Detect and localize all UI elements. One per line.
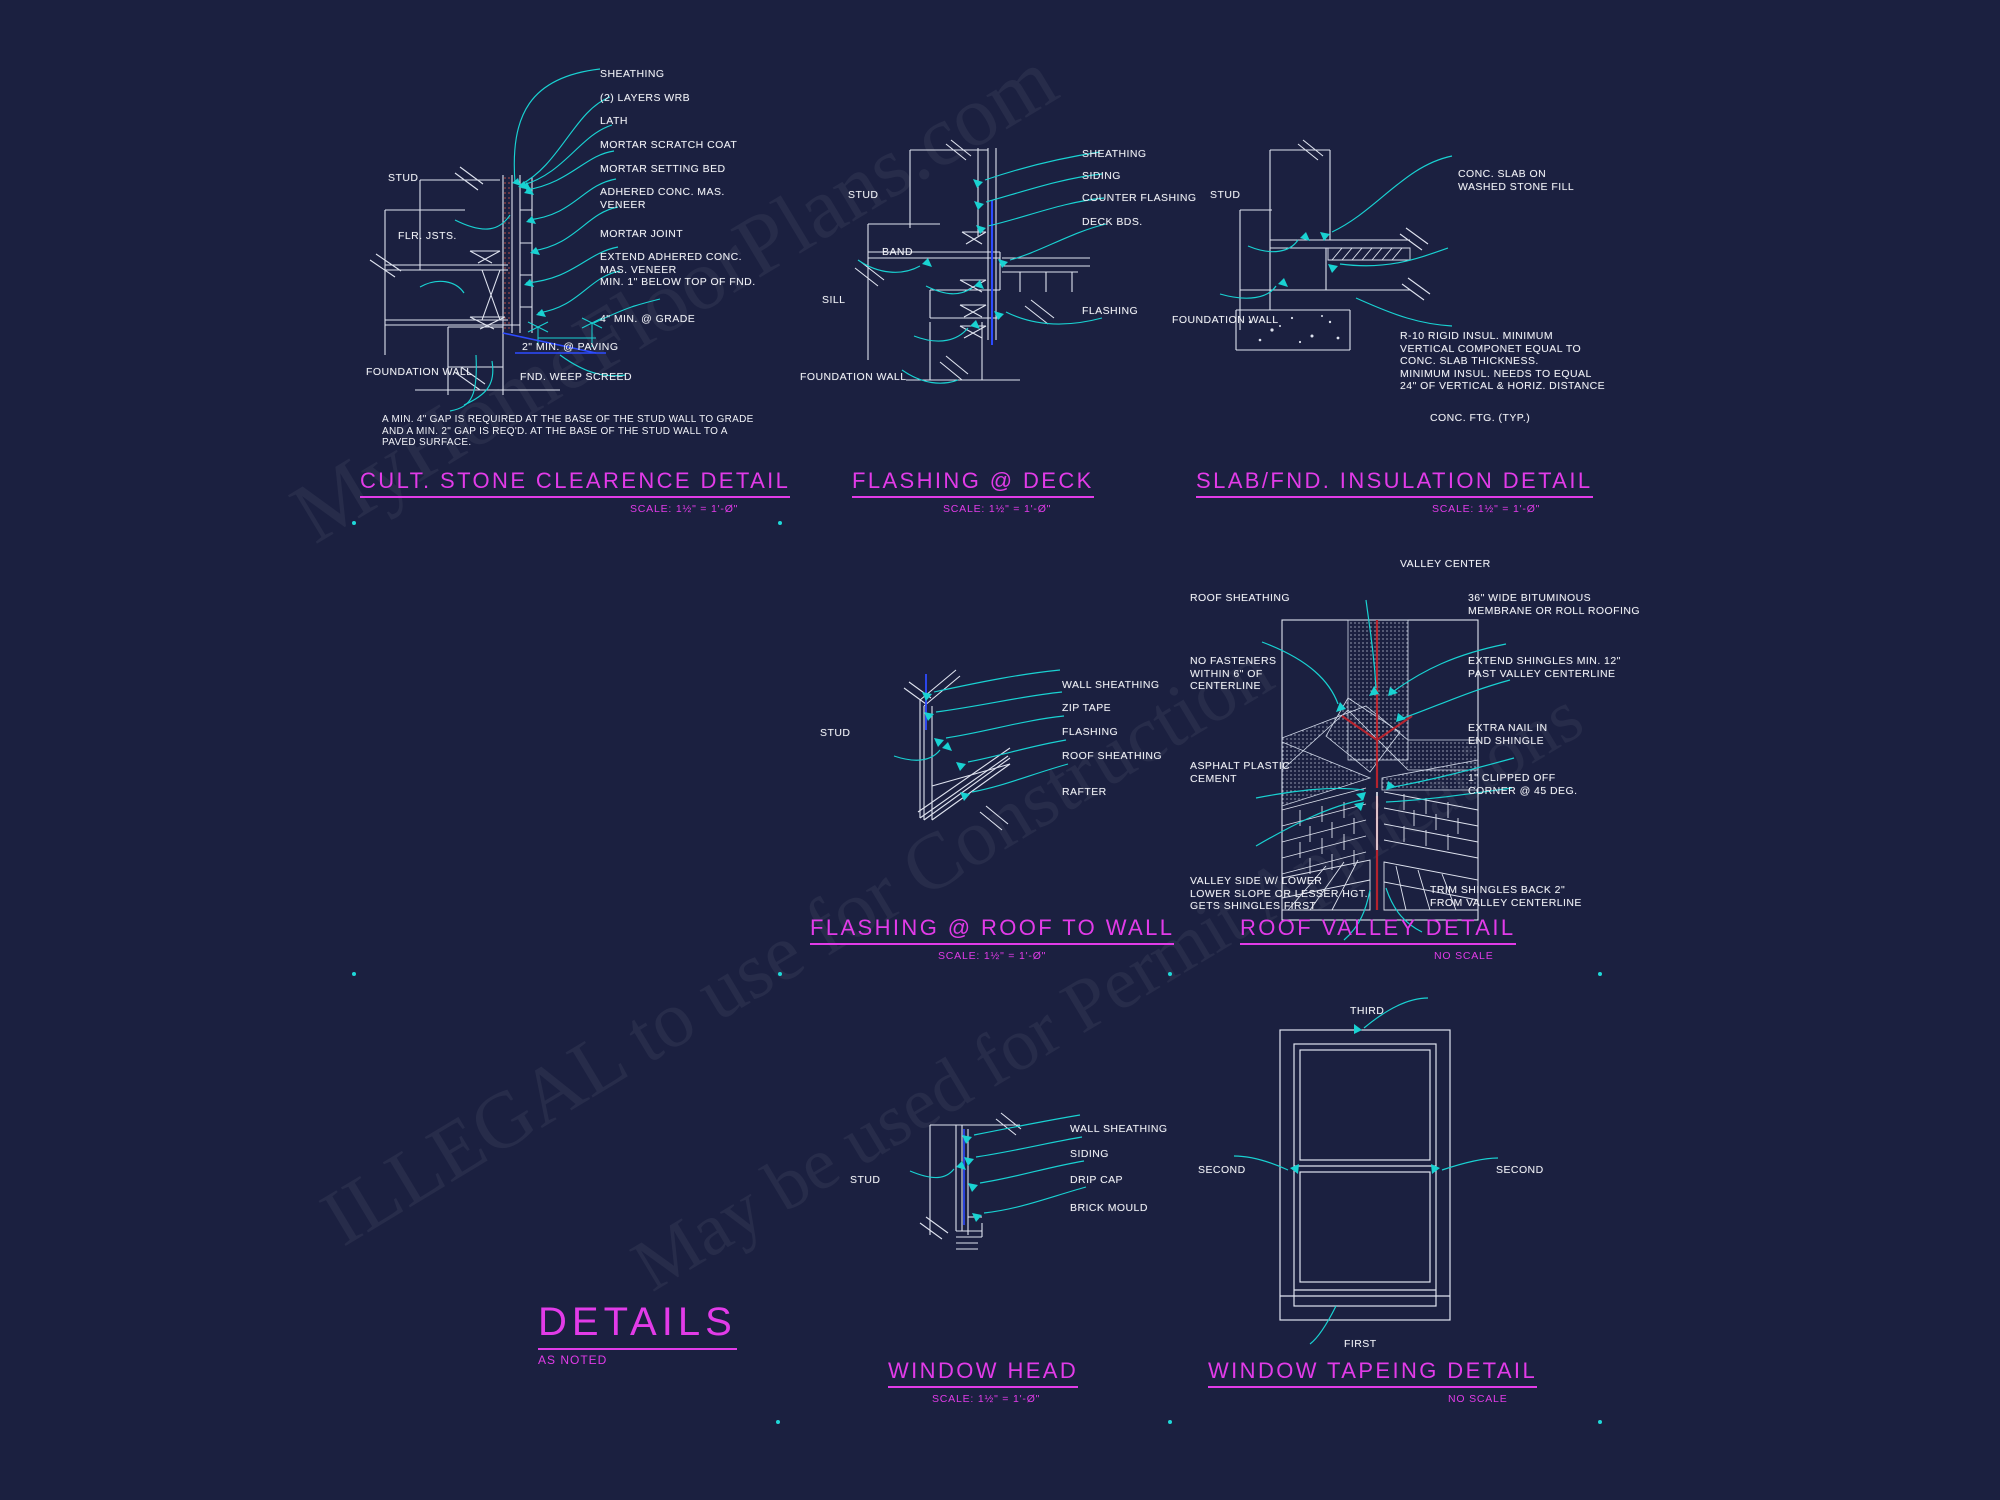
- window-head-drawing: [909, 1112, 1087, 1250]
- label-foundation-wall-3: FOUNDATION WALL: [1172, 314, 1279, 326]
- label-mortar-joint: MORTAR JOINT: [600, 228, 684, 240]
- label-clipped-corner: 1" CLIPPED OFF CORNER @ 45 DEG.: [1468, 772, 1578, 797]
- label-lath: LATH: [600, 115, 628, 127]
- label-flr-jsts: FLR. JSTS.: [398, 230, 457, 242]
- label-adhered-veneer: ADHERED CONC. MAS. VENEER: [600, 186, 725, 211]
- label-wall-sheathing-6: WALL SHEATHING: [1070, 1123, 1168, 1135]
- cult-stone-scale: SCALE: 1½" = 1'-Ø": [630, 503, 739, 515]
- window-head-scale: SCALE: 1½" = 1'-Ø": [932, 1393, 1041, 1405]
- label-flashing-2: FLASHING: [1082, 305, 1139, 317]
- marker-dot: [1598, 1420, 1602, 1424]
- label-wall-sheathing-4: WALL SHEATHING: [1062, 679, 1160, 691]
- roof-valley-title-text: ROOF VALLEY DETAIL: [1240, 915, 1516, 945]
- label-trim-shingles-back: TRIM SHINGLES BACK 2" FROM VALLEY CENTER…: [1430, 884, 1582, 909]
- label-foundation-wall-2: FOUNDATION WALL: [800, 371, 907, 383]
- label-extend-shingles: EXTEND SHINGLES MIN. 12" PAST VALLEY CEN…: [1468, 655, 1621, 680]
- marker-dot: [1168, 1420, 1172, 1424]
- label-window-second-right: SECOND: [1496, 1164, 1544, 1176]
- label-extra-nail: EXTRA NAIL IN END SHINGLE: [1468, 722, 1548, 747]
- marker-dot: [1598, 972, 1602, 976]
- flashing-deck-scale: SCALE: 1½" = 1'-Ø": [943, 503, 1052, 515]
- label-counter-flashing: COUNTER FLASHING: [1082, 192, 1197, 204]
- flashing-deck-title-text: FLASHING @ DECK: [852, 468, 1094, 498]
- sheet-title-block: DETAILS AS NOTED: [538, 1300, 737, 1367]
- label-window-third: THIRD: [1350, 1005, 1385, 1017]
- label-valley-side-lower: VALLEY SIDE W/ LOWER LOWER SLOPE OR LESS…: [1190, 875, 1368, 912]
- marker-dot: [776, 1420, 780, 1424]
- marker-dot: [352, 972, 356, 976]
- label-brick-mould: BRICK MOULD: [1070, 1202, 1148, 1214]
- label-stud-3: STUD: [1210, 189, 1241, 201]
- marker-dot: [352, 521, 356, 525]
- cult-stone-note: A MIN. 4" GAP IS REQUIRED AT THE BASE OF…: [382, 414, 754, 448]
- label-roof-sheathing-5: ROOF SHEATHING: [1190, 592, 1291, 604]
- label-band: BAND: [882, 246, 913, 258]
- label-zip-tape: ZIP TAPE: [1062, 702, 1112, 714]
- label-mortar-scratch-coat: MORTAR SCRATCH COAT: [600, 139, 738, 151]
- label-2in-paving: 2" MIN. @ PAVING: [522, 341, 619, 353]
- label-layers-wrb: (2) LAYERS WRB: [600, 92, 691, 104]
- label-siding-6: SIDING: [1070, 1148, 1109, 1160]
- roof-valley-title: ROOF VALLEY DETAIL: [1240, 915, 1516, 945]
- label-foundation-wall-1: FOUNDATION WALL: [366, 366, 473, 378]
- window-head-title: WINDOW HEAD: [888, 1358, 1079, 1388]
- flashing-roof-wall-title-text: FLASHING @ ROOF TO WALL: [810, 915, 1175, 945]
- window-taping-title: WINDOW TAPEING DETAIL: [1208, 1358, 1538, 1388]
- slab-fnd-title-text: SLAB/FND. INSULATION DETAIL: [1196, 468, 1593, 498]
- label-stud-2: STUD: [848, 189, 879, 201]
- label-no-fasteners: NO FASTENERS WITHIN 6" OF CENTERLINE: [1190, 655, 1277, 692]
- label-mortar-setting-bed: MORTAR SETTING BED: [600, 163, 726, 175]
- marker-dot: [778, 972, 782, 976]
- label-36-membrane: 36" WIDE BITUMINOUS MEMBRANE OR ROLL ROO…: [1468, 592, 1641, 617]
- label-stud-1: STUD: [388, 172, 419, 184]
- label-window-second-left: SECOND: [1198, 1164, 1246, 1176]
- window-taping-drawing: [1233, 997, 1499, 1345]
- label-deck-bds: DECK BDS.: [1082, 216, 1143, 228]
- label-fnd-weep-screed: FND. WEEP SCREED: [520, 371, 633, 383]
- label-roof-sheathing-4: ROOF SHEATHING: [1062, 750, 1163, 762]
- label-siding-2: SIDING: [1082, 170, 1121, 182]
- label-extend-veneer: EXTEND ADHERED CONC. MAS. VENEER MIN. 1"…: [600, 251, 756, 288]
- flashing-roof-wall-scale: SCALE: 1½" = 1'-Ø": [938, 950, 1047, 962]
- label-asphalt-plastic-cement: ASPHALT PLASTIC CEMENT: [1190, 760, 1291, 785]
- marker-dot: [778, 521, 782, 525]
- label-conc-slab-on-fill: CONC. SLAB ON WASHED STONE FILL: [1458, 168, 1575, 193]
- roof-valley-scale: NO SCALE: [1434, 950, 1494, 962]
- flashing-deck-drawing: [854, 139, 1107, 384]
- flashing-roof-wall-title: FLASHING @ ROOF TO WALL: [810, 915, 1175, 945]
- label-rafter: RAFTER: [1062, 786, 1107, 798]
- flashing-roof-wall-drawing: [893, 669, 1069, 831]
- roof-valley-drawing: [1255, 599, 1515, 941]
- slab-fnd-drawing: [1219, 139, 1453, 351]
- label-rigid-insulation: R-10 RIGID INSUL. MINIMUM VERTICAL COMPO…: [1400, 330, 1606, 392]
- cult-stone-drawing: [369, 68, 661, 412]
- sheet-title-text: DETAILS: [538, 1300, 737, 1350]
- sheet-title-scale: AS NOTED: [538, 1353, 608, 1367]
- marker-dot: [1168, 972, 1172, 976]
- window-head-title-text: WINDOW HEAD: [888, 1358, 1079, 1388]
- label-flashing-4: FLASHING: [1062, 726, 1119, 738]
- label-valley-center: VALLEY CENTER: [1400, 558, 1491, 570]
- slab-fnd-scale: SCALE: 1½" = 1'-Ø": [1432, 503, 1541, 515]
- window-taping-scale: NO SCALE: [1448, 1393, 1508, 1405]
- label-conc-ftg: CONC. FTG. (TYP.): [1430, 412, 1531, 424]
- label-stud-4: STUD: [820, 727, 851, 739]
- cult-stone-title-text: CULT. STONE CLEARENCE DETAIL: [360, 468, 791, 498]
- label-stud-6: STUD: [850, 1174, 881, 1186]
- flashing-deck-title: FLASHING @ DECK: [852, 468, 1094, 498]
- cult-stone-title: CULT. STONE CLEARENCE DETAIL: [360, 468, 791, 498]
- label-sheathing: SHEATHING: [600, 68, 665, 80]
- window-taping-title-text: WINDOW TAPEING DETAIL: [1208, 1358, 1538, 1388]
- label-4in-grade: 4" MIN. @ GRADE: [600, 313, 696, 325]
- label-drip-cap: DRIP CAP: [1070, 1174, 1124, 1186]
- label-sheathing-2: SHEATHING: [1082, 148, 1147, 160]
- label-window-first: FIRST: [1344, 1338, 1377, 1350]
- label-sill: SILL: [822, 294, 846, 306]
- slab-fnd-title: SLAB/FND. INSULATION DETAIL: [1196, 468, 1593, 498]
